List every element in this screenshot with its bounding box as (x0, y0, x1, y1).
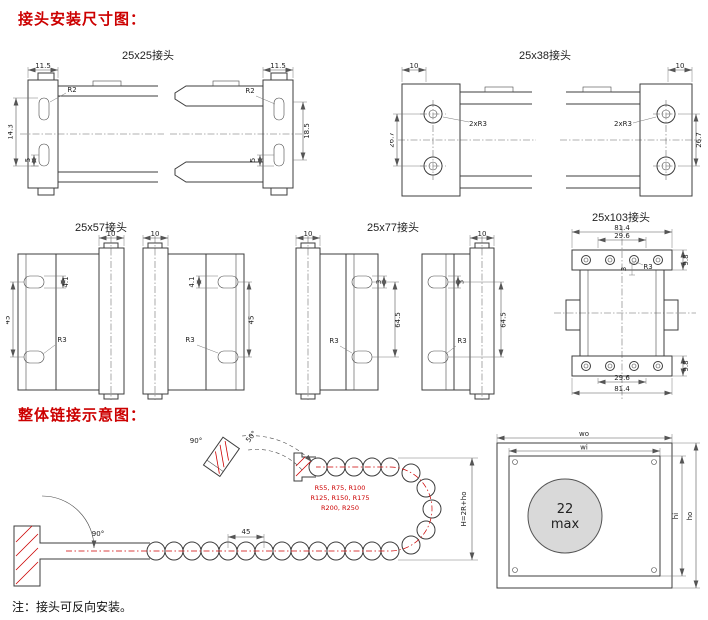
drawing-25x57: 10 45 4.1 R3 10 45 (6, 230, 256, 400)
footnote: 注：接头可反向安装。 (12, 600, 133, 614)
dim-tab-label: 10 (676, 62, 685, 70)
width-inner-label: wi (580, 444, 588, 452)
max-value-label: 22 (557, 502, 574, 517)
dim-plate-label: 9.8 (682, 254, 690, 265)
dim-height-label: 26.7 (390, 132, 396, 148)
view-25x25-side-left: 11.5 14.3 R2 5 (8, 62, 164, 196)
dim-width-inner-label: 29.6 (614, 232, 630, 240)
height-formula-label: H=2R+ho (460, 491, 468, 526)
connector-label-25x103: 25x103接头 (591, 212, 651, 224)
radii-line2: R125, R150, R175 (310, 494, 369, 502)
section-dimensions: wo wi hi ho (496, 430, 700, 589)
radii-line3: R200, R250 (321, 504, 359, 512)
height-outer-label: ho (686, 512, 694, 521)
section-title-connectors: 接头安装尺寸图： (18, 11, 147, 28)
dim-plate-label: 9.8 (682, 360, 690, 371)
dim-offset-label: 5 (24, 158, 32, 162)
height-dimension: H=2R+ho (398, 457, 478, 561)
dim-tab-label: 10 (478, 230, 487, 238)
view-25x25-side-right: 11.5 R2 18.5 5 (170, 62, 311, 196)
dim-height-label: 14.3 (8, 124, 15, 140)
rotation-arc-lower: 90° (41, 495, 104, 549)
radius-label: R2 (67, 86, 76, 94)
dim-width-outer-label: 81.4 (614, 385, 630, 393)
dim-tab-label: 10 (410, 62, 419, 70)
dim-height-label: 26.7 (695, 132, 703, 148)
dim-width-inner-label: 29.6 (614, 374, 630, 382)
width-outer-label: wo (579, 430, 589, 438)
view-25x77-right: 10 3 64.5 R3 (421, 230, 508, 400)
chain-end-bracket-upper: 90° 50° (190, 429, 316, 482)
dim-offset-label: 5 (249, 158, 257, 162)
pitch-label: 45 (242, 528, 251, 536)
dim-tab-label: 10 (304, 230, 313, 238)
radii-line1: R55, R75, R100 (315, 484, 366, 492)
view-25x57-left: 10 45 4.1 R3 (6, 230, 125, 400)
radius-label: R3 (329, 337, 338, 345)
dim-tab-label: 10 (107, 230, 116, 238)
section-frame (496, 442, 673, 589)
drawing-25x103: 81.4 29.6 3 R3 9.8 29.6 81.4 9.8 (554, 224, 696, 400)
drawing-25x38: 10 2xR3 26.7 10 2xR3 26.7 (390, 62, 703, 197)
height-inner-label: hi (672, 513, 680, 519)
view-25x103-front: 81.4 29.6 3 R3 9.8 29.6 81.4 9.8 (554, 224, 696, 400)
radius-label: R3 (57, 336, 66, 344)
radius-label: R2 (245, 87, 254, 95)
dim-height-label: 64.5 (500, 312, 508, 328)
radius-label: 2xR3 (469, 120, 487, 128)
dim-height-label: 18.5 (303, 123, 311, 139)
dim-tab-label: 10 (151, 230, 160, 238)
connector-label-25x25: 25x25接头 (122, 50, 174, 62)
angle-upper-label: 90° (190, 437, 202, 445)
radius-label: R3 (643, 263, 652, 271)
dim-height-label: 45 (248, 316, 256, 325)
chain-rollers (66, 457, 442, 561)
view-25x38-left: 10 2xR3 26.7 (390, 62, 536, 197)
dim-height-label: 45 (6, 316, 12, 325)
dim-width-label: 11.5 (35, 62, 51, 70)
connector-label-25x77: 25x77接头 (367, 222, 419, 234)
dim-offset-label: 4.1 (188, 276, 196, 287)
radius-label: 2xR3 (614, 120, 632, 128)
chain-end-bracket-lower (13, 525, 150, 587)
radius-label: R3 (185, 336, 194, 344)
max-unit-label: max (551, 517, 580, 532)
section-title-chain: 整体链接示意图： (18, 407, 147, 424)
dim-offset-label: 3 (620, 267, 628, 271)
dim-offset-label: 4.1 (62, 276, 70, 287)
drawing-cross-section: 22 max wo wi hi ho (496, 430, 700, 589)
drawing-25x77: 10 3 64.5 R3 10 (295, 230, 508, 400)
connector-label-25x38: 25x38接头 (519, 50, 571, 62)
angle-mid-label: 50° (244, 429, 258, 444)
drawing-25x25: 11.5 14.3 R2 5 11.5 R2 (8, 62, 311, 196)
dim-width-label: 11.5 (270, 62, 286, 70)
bend-radius-options: R55, R75, R100 R125, R150, R175 R200, R2… (310, 484, 369, 512)
dim-width-outer-label: 81.4 (614, 224, 630, 232)
view-25x57-right: 10 45 4.1 R3 (142, 230, 256, 400)
pitch-dimension: 45 (227, 528, 265, 548)
view-25x38-right: 10 2xR3 26.7 (560, 62, 703, 197)
dim-height-label: 64.5 (394, 312, 402, 328)
section-cable-circle: 22 max (527, 478, 603, 554)
connector-label-25x57: 25x57接头 (75, 222, 127, 234)
drawing-chain-overview: 90° 90° (13, 429, 478, 587)
angle-lower-label: 90° (92, 530, 104, 538)
view-25x77-left: 10 3 64.5 R3 (295, 230, 402, 400)
radius-label: R3 (457, 337, 466, 345)
